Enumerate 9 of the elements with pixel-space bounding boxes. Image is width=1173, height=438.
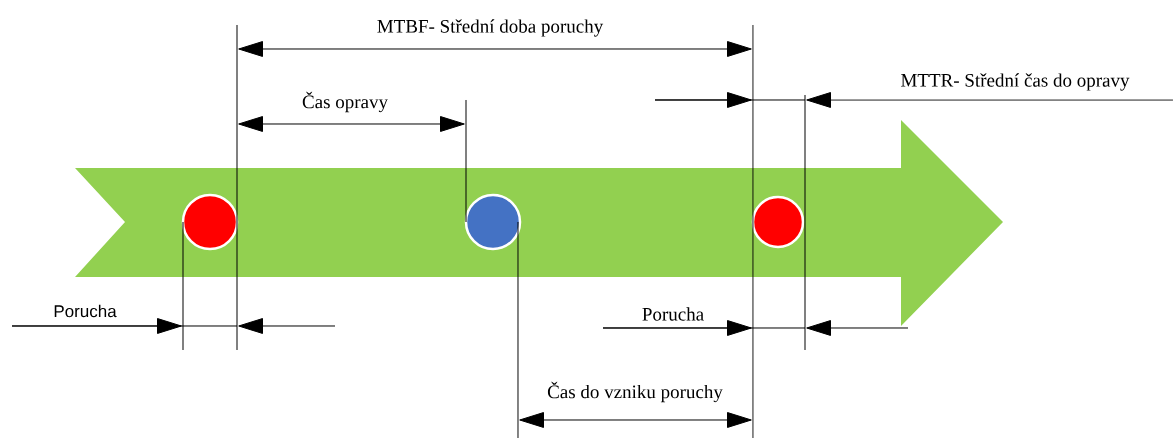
dimension-label: Čas opravy [302,91,388,113]
dimension-label: MTTR- Střední čas do opravy [901,73,1130,91]
dimension-label: Čas do vzniku poruchy [547,381,723,403]
dimension-label: Porucha [54,304,117,318]
dimension-label: MTBF- Střední doba poruchy [377,19,604,37]
event-circle [464,193,522,251]
event-circle [181,193,239,251]
dimension-label: Porucha [642,307,704,321]
event-circle [751,195,805,249]
